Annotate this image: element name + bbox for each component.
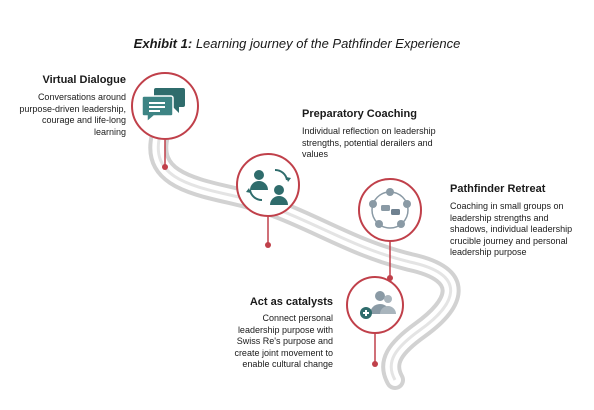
stage-title-virtual-dialogue: Virtual Dialogue xyxy=(42,74,126,86)
pin-act-as-catalysts xyxy=(346,276,404,367)
two-people-exchange-icon xyxy=(246,168,291,205)
pin-pathfinder-retreat xyxy=(358,178,422,281)
exhibit-label: Exhibit 1: xyxy=(133,36,193,51)
stage-title-act-as-catalysts: Act as catalysts xyxy=(249,296,333,308)
group-circle-icon xyxy=(369,188,411,229)
exhibit-title-text: Learning journey of the Pathfinder Exper… xyxy=(195,36,461,51)
stage-title-preparatory-coaching: Preparatory Coaching xyxy=(302,108,417,120)
stage-desc-virtual-dialogue: Conversations around purpose-driven lead… xyxy=(19,92,126,137)
chat-bubbles-icon xyxy=(141,88,185,124)
pin-preparatory-coaching xyxy=(236,153,300,248)
pin-virtual-dialogue xyxy=(131,72,199,170)
road xyxy=(148,125,461,390)
people-add-icon xyxy=(360,291,396,319)
exhibit-title: Exhibit 1: Learning journey of the Pathf… xyxy=(0,36,594,51)
stage-desc-pathfinder-retreat: Coaching in small groups on leadership s… xyxy=(450,201,573,257)
stage-desc-act-as-catalysts: Connect personal leadership purpose with… xyxy=(234,313,333,369)
stage-desc-preparatory-coaching: Individual reflection on leadership stre… xyxy=(302,126,436,159)
stage-title-pathfinder-retreat: Pathfinder Retreat xyxy=(450,183,546,195)
